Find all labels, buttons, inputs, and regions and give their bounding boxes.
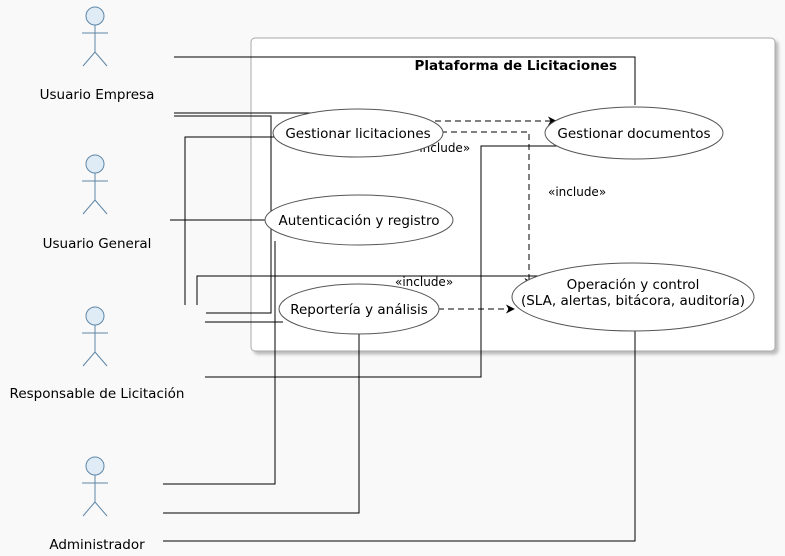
system-title: Plataforma de Licitaciones <box>414 58 617 74</box>
usecase-gestionar-licitaciones[interactable]: Gestionar licitaciones <box>272 108 444 158</box>
actor-label: Usuario Empresa <box>40 87 155 103</box>
association-empresa-documentos <box>174 56 636 105</box>
association-responsable-documentos <box>205 145 560 378</box>
actor-usuario-empresa[interactable]: Usuario Empresa <box>40 6 155 103</box>
actor-label: Responsable de Licitación <box>10 386 185 402</box>
usecase-label: Gestionar documentos <box>557 126 710 142</box>
actor-usuario-general[interactable]: Usuario General <box>43 154 152 252</box>
association-responsable-licitaciones <box>184 136 275 305</box>
include-label-2: «include» <box>548 185 606 199</box>
usecase-label: Autenticación y registro <box>279 213 440 229</box>
usecase-label: Gestionar licitaciones <box>285 126 430 142</box>
actor-administrador[interactable]: Administrador <box>49 456 145 553</box>
include-relations <box>435 116 557 314</box>
actor-responsable-licitacion[interactable]: Responsable de Licitación <box>10 306 185 402</box>
actor-figure-icon <box>82 6 108 67</box>
association-admin-autenticacion <box>163 241 276 485</box>
association-admin-reporteria <box>163 333 360 514</box>
usecase-gestionar-documentos[interactable]: Gestionar documentos <box>544 106 724 160</box>
actor-label: Administrador <box>49 537 145 553</box>
usecase-autenticacion-registro[interactable]: Autenticación y registro <box>264 194 454 246</box>
usecase-operacion-control[interactable]: Operación y control (SLA, alertas, bitác… <box>511 262 755 332</box>
include-label-3: «include» <box>395 275 453 289</box>
usecase-label: Reportería y análisis <box>290 302 428 318</box>
actor-figure-icon <box>82 154 108 215</box>
association-admin-operacion <box>163 331 636 542</box>
usecase-reporteria-analisis[interactable]: Reportería y análisis <box>278 283 440 335</box>
usecase-label-line2: (SLA, alertas, bitácora, auditoría) <box>521 293 745 309</box>
association-lines <box>163 56 636 542</box>
association-responsable-operacion <box>196 275 544 305</box>
actor-figure-icon <box>82 456 108 517</box>
actor-label: Usuario General <box>43 236 152 252</box>
usecase-label-line1: Operación y control <box>567 277 700 293</box>
include-arrow-licitaciones-operacion <box>441 131 534 287</box>
actor-figure-icon <box>82 306 108 367</box>
